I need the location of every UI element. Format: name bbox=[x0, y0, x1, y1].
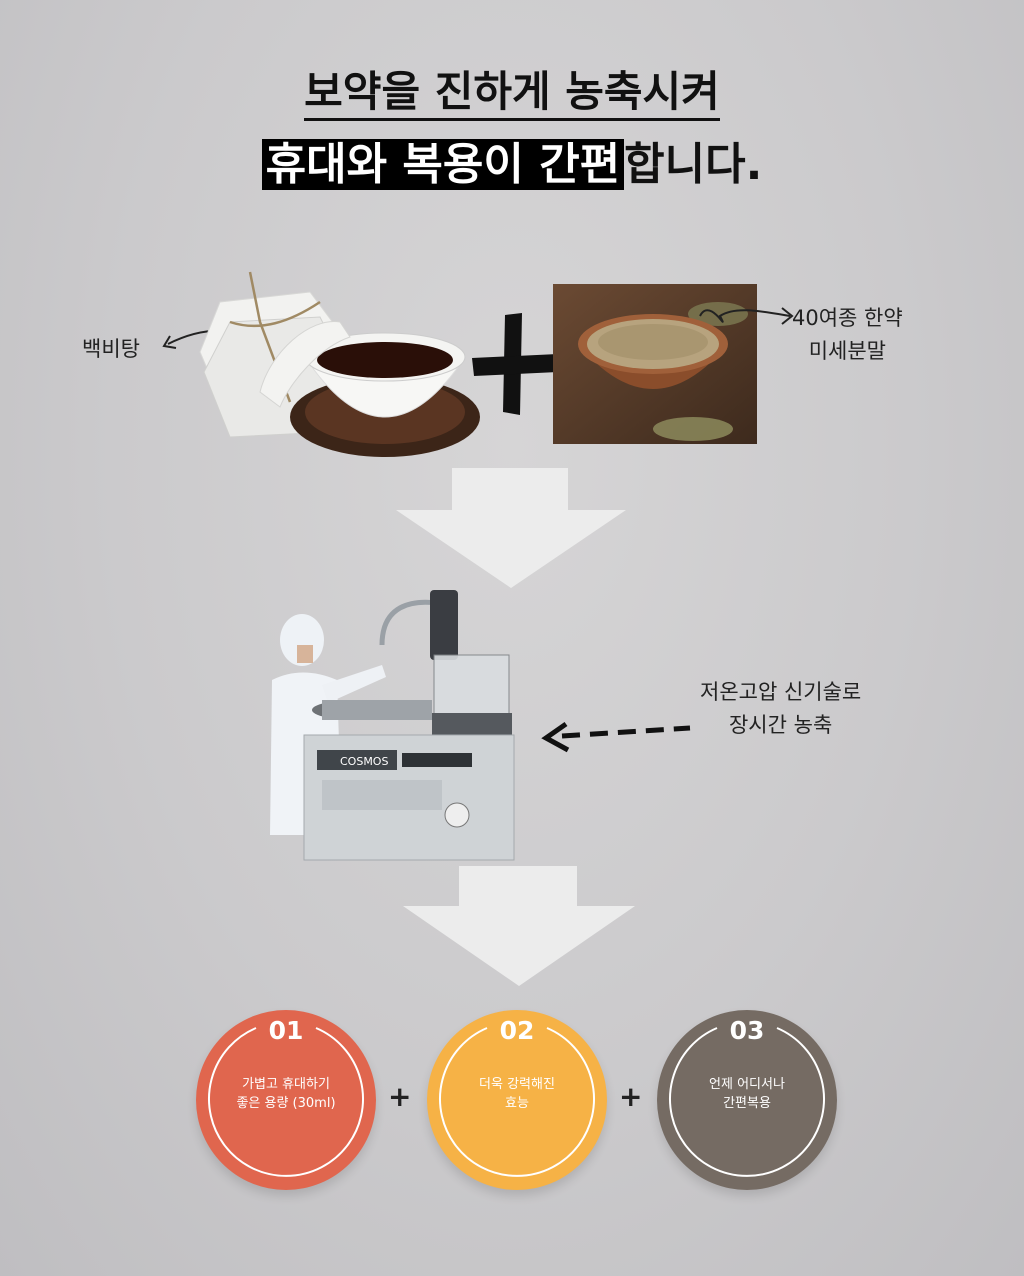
benefit-circle-01: 01 가볍고 휴대하기 좋은 용량 (30ml) bbox=[196, 1010, 376, 1190]
ring-outline-icon bbox=[669, 1027, 825, 1177]
benefit-line1: 더욱 강력해진 bbox=[479, 1077, 555, 1092]
process-label: 저온고압 신기술로 장시간 농축 bbox=[700, 676, 861, 741]
benefit-number: 01 bbox=[268, 1016, 304, 1045]
down-arrow-icon bbox=[396, 468, 626, 588]
benefit-line2: 간편복용 bbox=[723, 1095, 771, 1111]
benefit-line2: 효능 bbox=[505, 1095, 529, 1111]
headline-line2: 휴대와 복용이 간편합니다. bbox=[0, 128, 1024, 192]
ingredient-left-label: 백비탕 bbox=[82, 337, 140, 361]
headline-highlight: 휴대와 복용이 간편 bbox=[261, 139, 625, 190]
headline-line1: 보약을 진하게 농축시켜 bbox=[0, 58, 1024, 121]
headline-line1-text: 보약을 진하게 농축시켜 bbox=[304, 67, 720, 121]
herb-powder-image bbox=[553, 284, 757, 444]
ingredient-right-line1: 40여종 한약 bbox=[792, 306, 903, 330]
benefit-text: 더욱 강력해진 효능 bbox=[447, 1076, 587, 1114]
benefit-line1: 가볍고 휴대하기 bbox=[242, 1077, 330, 1092]
plus-sign: + bbox=[388, 1080, 412, 1113]
ingredient-right-line2: 미세분말 bbox=[808, 338, 886, 363]
benefit-number: 02 bbox=[499, 1016, 535, 1045]
concentrator-machine-image: COSMOS bbox=[270, 590, 515, 861]
ingredient-right-label: 40여종 한약 미세분말 bbox=[792, 302, 903, 367]
benefit-text: 언제 어디서나 간편복용 bbox=[677, 1076, 817, 1114]
benefit-number: 03 bbox=[729, 1016, 765, 1045]
benefit-text: 가볍고 휴대하기 좋은 용량 (30ml) bbox=[216, 1076, 356, 1114]
benefit-line2: 좋은 용량 (30ml) bbox=[236, 1095, 336, 1111]
benefit-circle-03: 03 언제 어디서나 간편복용 bbox=[657, 1010, 837, 1190]
curly-arrow-icon bbox=[699, 307, 794, 325]
headline-rest: 합니다. bbox=[624, 139, 763, 190]
process-line1: 저온고압 신기술로 bbox=[700, 680, 862, 704]
plus-sign: + bbox=[619, 1080, 643, 1113]
ring-outline-icon bbox=[208, 1027, 364, 1177]
dashed-left-arrow-icon bbox=[541, 721, 691, 753]
machine-brand: COSMOS bbox=[340, 755, 388, 768]
process-line2: 장시간 농축 bbox=[728, 712, 833, 737]
down-arrow-icon bbox=[403, 866, 635, 986]
ring-outline-icon bbox=[439, 1027, 595, 1177]
decoction-bowl-image bbox=[199, 271, 480, 457]
benefit-line1: 언제 어디서나 bbox=[709, 1077, 785, 1092]
benefit-circle-02: 02 더욱 강력해진 효능 bbox=[427, 1010, 607, 1190]
big-plus-icon bbox=[472, 313, 558, 415]
